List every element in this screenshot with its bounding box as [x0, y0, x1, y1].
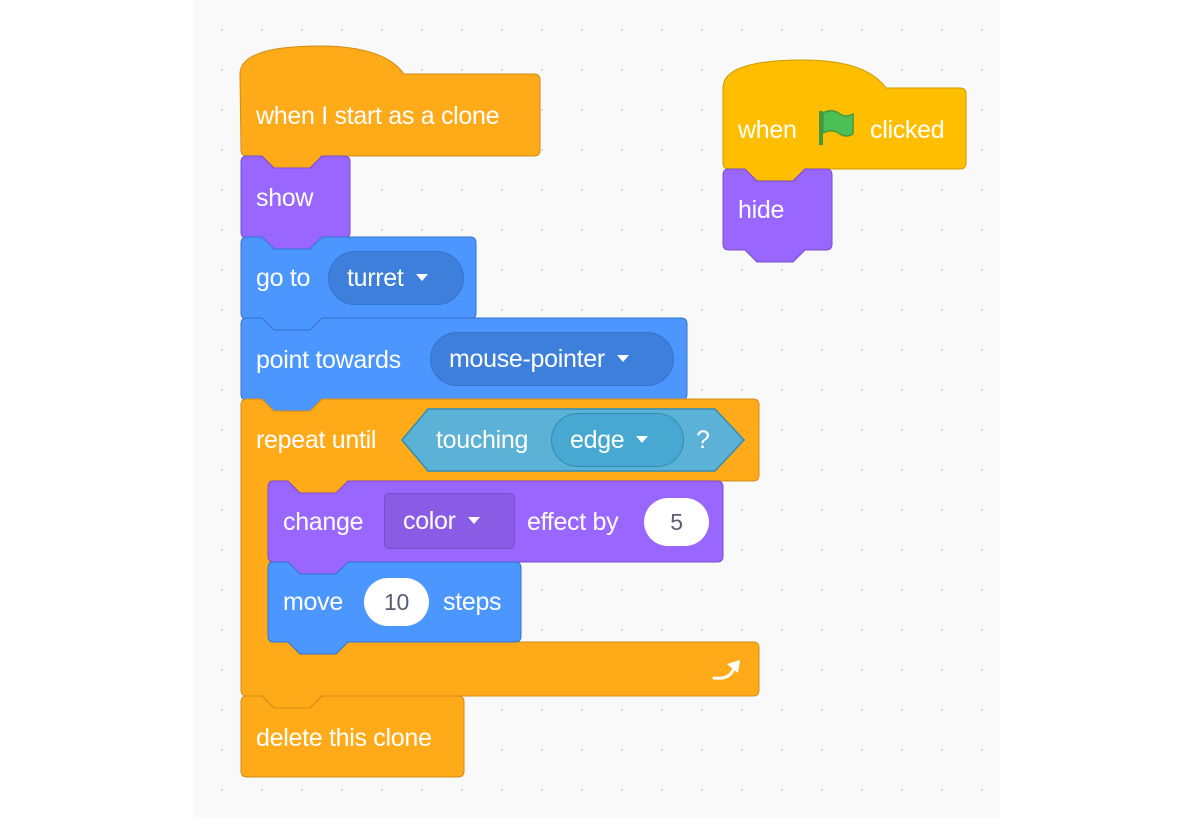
touching-target-value: edge [570, 426, 625, 454]
repeat-until-label: repeat until [256, 426, 377, 454]
go-to-label: go to [256, 264, 311, 292]
caret-down-icon [467, 517, 480, 525]
green-flag-icon [819, 110, 854, 145]
effect-dropdown[interactable]: color [384, 493, 515, 549]
hide-label: hide [738, 196, 785, 224]
move-label: move [283, 588, 343, 616]
effect-by-label: effect by [527, 508, 619, 536]
clicked-label: clicked [870, 116, 945, 144]
caret-down-icon [415, 274, 428, 282]
effect-amount-value: 5 [670, 509, 683, 535]
point-towards-label: point towards [256, 346, 401, 374]
caret-down-icon [636, 436, 649, 444]
go-to-target-dropdown[interactable]: turret [328, 251, 464, 305]
delete-clone-label: delete this clone [256, 724, 432, 752]
move-steps-input[interactable]: 10 [364, 578, 429, 626]
caret-down-icon [616, 355, 629, 363]
touching-label: touching [436, 426, 529, 454]
change-label: change [283, 508, 364, 536]
loop-arrow-icon [712, 660, 740, 680]
effect-value: color [403, 507, 456, 535]
question-mark-label: ? [696, 426, 710, 454]
point-towards-target-dropdown[interactable]: mouse-pointer [430, 332, 674, 386]
show-label: show [256, 184, 314, 212]
steps-label: steps [443, 588, 502, 616]
point-towards-target-value: mouse-pointer [449, 345, 605, 373]
go-to-target-value: turret [347, 264, 404, 292]
effect-amount-input[interactable]: 5 [644, 498, 709, 546]
touching-target-dropdown[interactable]: edge [551, 413, 684, 467]
move-steps-value: 10 [384, 589, 409, 615]
when-label: when [738, 116, 797, 144]
clone-hat-label: when I start as a clone [256, 102, 500, 130]
